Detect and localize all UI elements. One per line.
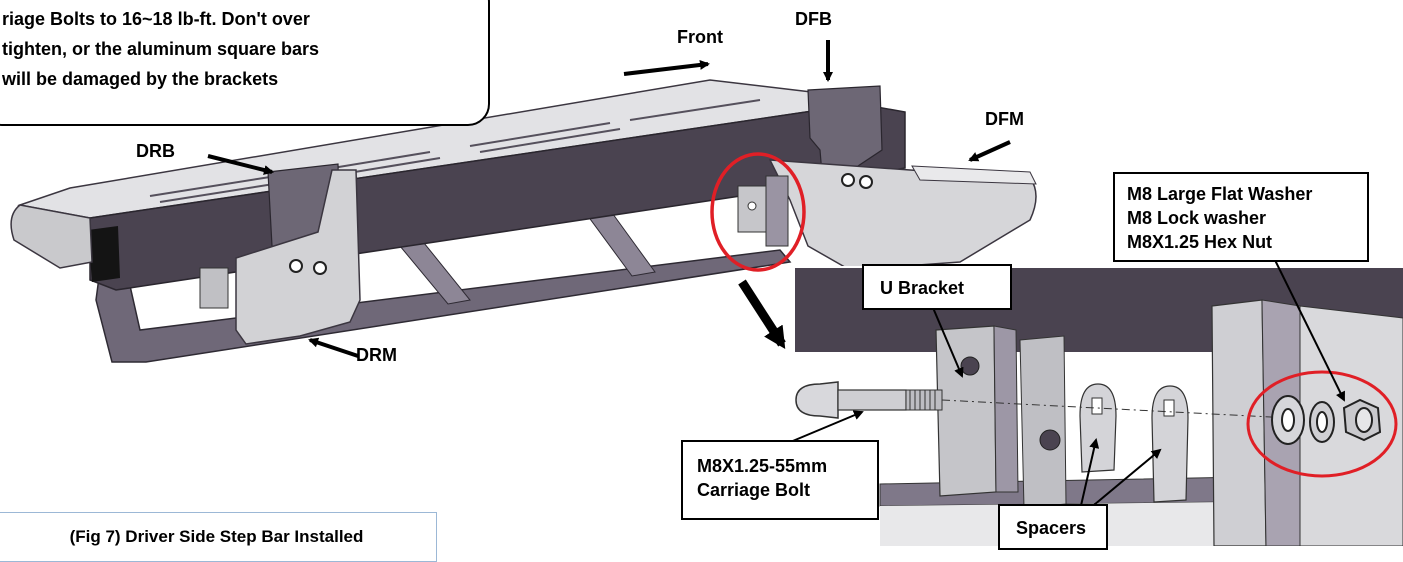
u-bracket-plate [935, 325, 997, 497]
torque-note-line: riage Bolts to 16~18 lb-ft. Don't over [2, 9, 310, 29]
drm-bracket [235, 169, 361, 345]
u-bracket-callout-box: U Bracket [862, 264, 1012, 310]
highlight-circle-detail [1246, 370, 1398, 478]
carriage-bolt [795, 381, 943, 419]
torque-note-line: tighten, or the aluminum square bars [2, 39, 320, 59]
spacers-callout-box: Spacers [998, 504, 1108, 550]
hardware-callout-line: M8 Large Flat Washer [1127, 184, 1313, 204]
step-bar-assembly-diagram [10, 40, 1403, 546]
figure-caption: (Fig 7) Driver Side Step Bar Installed [0, 512, 437, 562]
label-drb: DRB [136, 141, 175, 161]
u-bracket-plate-rear [1019, 335, 1067, 509]
step-bar-main-view [10, 79, 1037, 363]
label-dfb: DFB [795, 9, 832, 29]
spacer-1 [1079, 383, 1117, 473]
end-cap [88, 226, 120, 282]
highlight-circle-main [710, 152, 806, 272]
carriage-bolt-callout-line: Carriage Bolt [697, 480, 811, 500]
torque-note-box: riage Bolts to 16~18 lb-ft. Don't over t… [0, 0, 490, 126]
washer-nut-stack [1271, 395, 1382, 445]
carriage-bolt-callout-box: M8X1.25-55mm Carriage Bolt [681, 440, 879, 520]
spacer-2 [1151, 385, 1189, 503]
label-dfm: DFM [985, 109, 1024, 129]
detail-arrow [738, 279, 786, 350]
torque-note-line: will be damaged by the brackets [2, 69, 279, 89]
hardware-callout-box: M8 Large Flat Washer M8 Lock washer M8X1… [1113, 172, 1369, 262]
detail-zoom-view [795, 266, 1403, 546]
label-front: Front [677, 27, 723, 47]
hardware-callout-line: M8 Lock washer [1127, 208, 1267, 228]
carriage-bolt-callout-line: M8X1.25-55mm [697, 456, 828, 476]
hardware-callout-line: M8X1.25 Hex Nut [1127, 232, 1273, 252]
step-end-loop [10, 204, 93, 269]
cross-brace [584, 209, 656, 277]
label-drm: DRM [356, 345, 397, 365]
dfm-flange [911, 165, 1037, 185]
